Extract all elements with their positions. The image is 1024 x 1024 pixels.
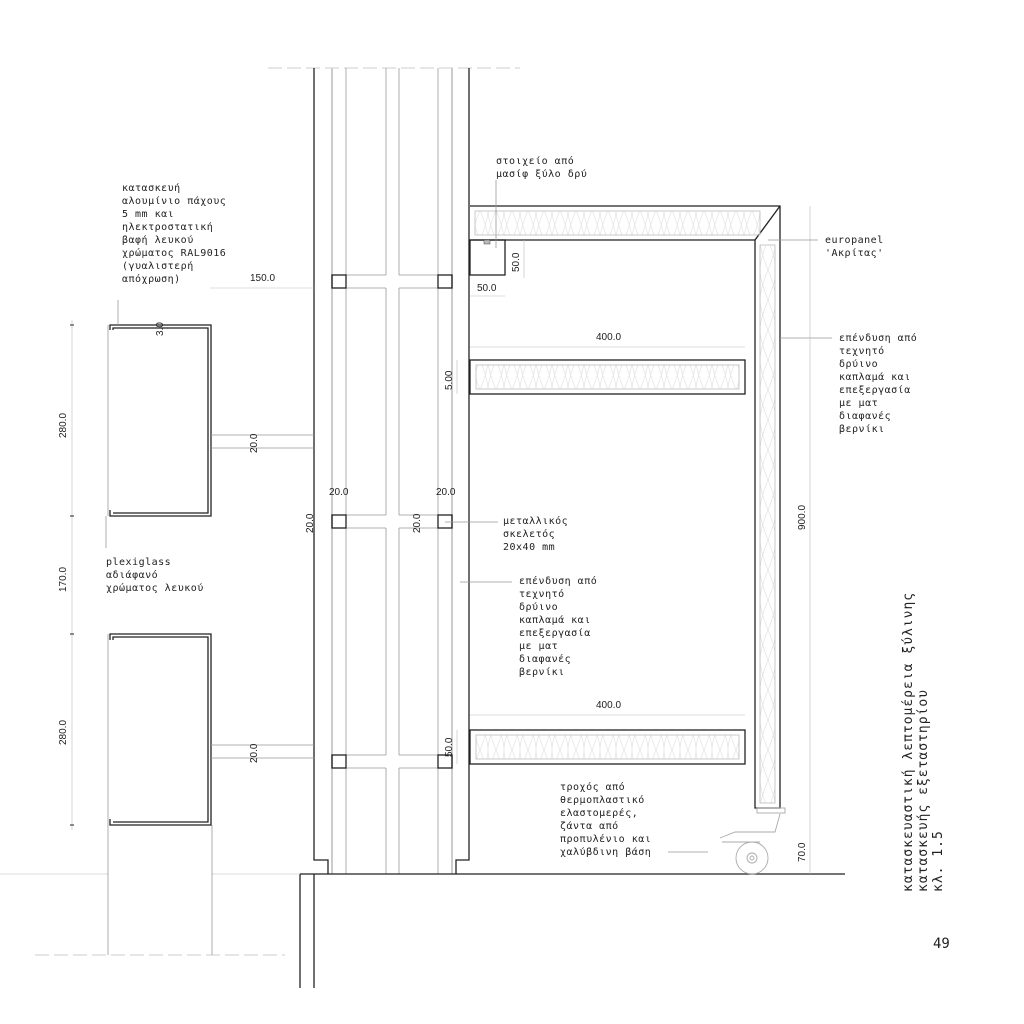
wall-column bbox=[313, 68, 470, 874]
cabinet bbox=[469, 205, 781, 809]
dim-400-top: 400.0 bbox=[596, 332, 621, 343]
title-line-1: κατασκευαστική λεπτομέρεια ξύλινης bbox=[901, 592, 916, 892]
plexiglass-box-upper bbox=[107, 324, 212, 517]
note-europanel: europanel 'Ακρίτας' bbox=[825, 235, 890, 259]
title-line-2: κατασκευής εξεταστηρίου bbox=[916, 689, 931, 892]
note-metal-frame: μεταλλικός σκελετός 20x40 mm bbox=[503, 515, 575, 553]
dim-20-box2: 20.0 bbox=[249, 743, 260, 763]
oak-block bbox=[469, 239, 506, 276]
dim-50-shelf: 50.0 bbox=[444, 737, 455, 757]
left-dimension-chain: 280.0 170.0 280.0 bbox=[58, 320, 74, 830]
note-veneer-middle: επένδυση από τεχνητό δρύινο καπλαμά και … bbox=[519, 575, 604, 678]
dim-20-col-right: 20.0 bbox=[436, 487, 456, 498]
note-oak-element: στοιχείο από μασίφ ξύλο δρύ bbox=[496, 155, 587, 180]
dim-20-box1: 20.0 bbox=[249, 433, 260, 453]
dim-20-vert-left: 20.0 bbox=[305, 513, 316, 533]
page-number: 49 bbox=[933, 936, 950, 952]
dim-150: 150.0 bbox=[250, 273, 275, 284]
dim-400-bottom: 400.0 bbox=[596, 700, 621, 711]
note-aluminium: κατασκευή αλουμίνιο πάχους 5 mm και ηλεκ… bbox=[122, 182, 233, 285]
floor bbox=[0, 825, 845, 988]
dim-280-upper: 280.0 bbox=[58, 413, 69, 438]
dim-170: 170.0 bbox=[58, 567, 69, 592]
dim-50-horizontal: 50.0 bbox=[477, 283, 497, 294]
title-block: κατασκευαστική λεπτομέρεια ξύλινης κατασ… bbox=[901, 592, 946, 892]
dim-70: 70.0 bbox=[797, 842, 808, 862]
caster-wheel-icon bbox=[719, 807, 786, 875]
dim-3: 3.0 bbox=[155, 322, 166, 336]
dim-900: 900.0 bbox=[797, 505, 808, 530]
dim-20-vert-right: 20.0 bbox=[412, 513, 423, 533]
dim-50-vertical: 50.0 bbox=[511, 252, 522, 272]
dim-20-col-left: 20.0 bbox=[329, 487, 349, 498]
shelf-upper bbox=[469, 359, 746, 395]
plexiglass-box-lower bbox=[107, 633, 212, 826]
leader-lines bbox=[445, 180, 832, 853]
metal-profile-squares bbox=[331, 274, 453, 769]
note-plexiglass: plexiglass αδιάφανό χρώματος λευκού bbox=[106, 557, 204, 594]
dim-5: 5.00 bbox=[444, 370, 455, 390]
shelf-lower bbox=[469, 729, 746, 765]
note-veneer-right: επένδυση από τεχνητό δρύινο καπλαμά και … bbox=[839, 332, 924, 435]
note-caster: τροχός από θερμοπλαστικό ελαστομερές, ζά… bbox=[560, 781, 658, 858]
title-scale: κλ. 1.5 bbox=[931, 830, 946, 892]
dim-280-lower: 280.0 bbox=[58, 720, 69, 745]
